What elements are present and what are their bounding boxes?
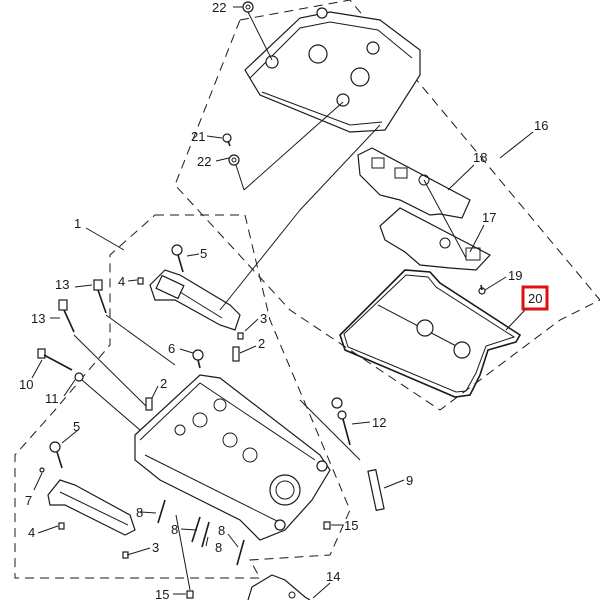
- gasket-20: [339, 269, 522, 398]
- callout-12[interactable]: 12: [372, 415, 386, 430]
- callout-9[interactable]: 9: [406, 473, 413, 488]
- highlight-box-callout-20: [521, 285, 549, 311]
- callout-22[interactable]: 22: [197, 154, 211, 169]
- bolt-21: [222, 133, 232, 147]
- camshaft-cap-upper: [149, 269, 241, 331]
- callout-8[interactable]: 8: [136, 505, 143, 520]
- dowel-2-left: [145, 397, 153, 411]
- dowel-4-upper: [137, 277, 144, 285]
- callout-13[interactable]: 13: [55, 277, 69, 292]
- callout-3[interactable]: 3: [152, 540, 159, 555]
- dowel-4-lower: [58, 522, 65, 530]
- callout-16[interactable]: 16: [534, 118, 548, 133]
- washer-11: [74, 372, 84, 382]
- grommet-22-top: [242, 1, 254, 13]
- callout-5[interactable]: 5: [200, 246, 207, 261]
- dowel-15-bottom: [186, 590, 194, 599]
- bolt-13-b: [58, 299, 75, 333]
- gasket-18: [357, 147, 471, 219]
- callout-13[interactable]: 13: [31, 311, 45, 326]
- callout-labels: 22 21 22 16 18 17 19 20 1 5 4 13 13 3 6 …: [19, 0, 548, 600]
- dowel-3-upper: [237, 332, 244, 340]
- gasket-17: [379, 207, 491, 271]
- callout-2[interactable]: 2: [258, 336, 265, 351]
- callout-18[interactable]: 18: [473, 150, 487, 165]
- callout-15[interactable]: 15: [344, 518, 358, 533]
- callout-21[interactable]: 21: [191, 129, 205, 144]
- callout-11[interactable]: 11: [45, 391, 59, 406]
- spark-plug-9: [367, 468, 385, 512]
- bolt-5-lower: [49, 441, 63, 469]
- head-group-outline: [14, 214, 351, 579]
- stud-8-d: [236, 539, 245, 566]
- cylinder-head: [134, 374, 331, 541]
- callout-3[interactable]: 3: [260, 311, 267, 326]
- plug-6: [192, 349, 204, 369]
- grommet-22-lower: [228, 154, 240, 166]
- callout-7[interactable]: 7: [25, 493, 32, 508]
- callout-8[interactable]: 8: [215, 540, 222, 555]
- callout-8[interactable]: 8: [218, 523, 225, 538]
- cover-group-outline: [174, 0, 600, 411]
- leader-lines: [31, 6, 534, 599]
- callout-4[interactable]: 4: [118, 274, 125, 289]
- stud-8-a: [157, 499, 166, 524]
- dowel-2-right: [232, 346, 240, 362]
- callout-22[interactable]: 22: [212, 0, 226, 15]
- callout-14[interactable]: 14: [326, 569, 340, 584]
- callout-2[interactable]: 2: [160, 376, 167, 391]
- bolt-19: [478, 284, 486, 295]
- camshaft-cap-lower: [47, 479, 136, 536]
- bolt-13-a: [93, 279, 107, 314]
- callout-10[interactable]: 10: [19, 377, 33, 392]
- cylinder-head-cover: [244, 7, 421, 133]
- callout-1[interactable]: 1: [74, 216, 81, 231]
- callout-5[interactable]: 5: [73, 419, 80, 434]
- stud-8-c: [201, 521, 210, 548]
- bolt-5-upper: [171, 244, 184, 273]
- gasket-14: [247, 574, 311, 600]
- callout-4[interactable]: 4: [28, 525, 35, 540]
- dowel-15-right: [323, 521, 331, 530]
- callout-8[interactable]: 8: [171, 522, 178, 537]
- callout-15[interactable]: 15: [155, 587, 169, 600]
- dot-7: [39, 467, 45, 473]
- callout-20[interactable]: 20: [528, 291, 542, 306]
- bolt-12: [331, 397, 351, 446]
- bolt-10: [37, 348, 73, 371]
- callout-19[interactable]: 19: [508, 268, 522, 283]
- callout-6[interactable]: 6: [168, 341, 175, 356]
- callout-17[interactable]: 17: [482, 210, 496, 225]
